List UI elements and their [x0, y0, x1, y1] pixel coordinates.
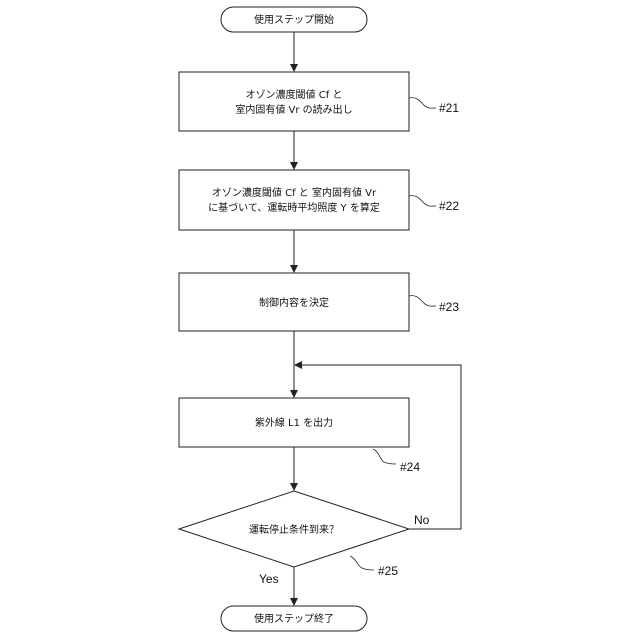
arrowhead-icon [294, 361, 302, 369]
ref-leader-25 [350, 556, 374, 570]
process-step-23-label: 制御内容を決定 [259, 296, 329, 309]
arrowhead-icon [290, 265, 298, 273]
ref-leader-22 [409, 196, 436, 207]
arrowhead-icon [290, 64, 298, 72]
process-step-21-box [179, 72, 409, 131]
process-step-22-box [179, 170, 409, 230]
ref-leader-23 [409, 296, 436, 307]
end-terminal: 使用ステップ終了 [221, 606, 367, 631]
ref-label-21: #21 [439, 101, 459, 115]
process-step-21-line-2: 室内固有値 Vr の読み出し [235, 103, 352, 116]
branch-label-no: No [414, 513, 430, 527]
arrowhead-icon [290, 162, 298, 170]
arrowhead-icon [290, 483, 298, 491]
ref-label-22: #22 [439, 199, 459, 213]
ref-label-24: #24 [400, 460, 420, 474]
process-step-22-line-2: に基づいて、運転時平均照度 Y を算定 [208, 201, 380, 214]
ref-leader-21 [409, 98, 436, 109]
ref-label-25: #25 [378, 564, 398, 578]
process-step-22: オゾン濃度閾値 Cf と 室内固有値 Vr に基づいて、運転時平均照度 Y を算… [179, 170, 409, 230]
arrowhead-icon [290, 598, 298, 606]
process-step-24-label: 紫外線 L1 を出力 [255, 416, 333, 429]
ref-leader-24 [373, 449, 396, 464]
start-terminal: 使用ステップ開始 [221, 7, 367, 32]
end-terminal-label: 使用ステップ終了 [254, 612, 334, 625]
start-terminal-label: 使用ステップ開始 [254, 13, 334, 26]
process-step-24: 紫外線 L1 を出力 [179, 398, 409, 447]
arrowhead-icon [290, 390, 298, 398]
decision-25: 運転停止条件到来？ [179, 491, 409, 567]
process-step-21-line-1: オゾン濃度閾値 Cf と [246, 88, 343, 101]
branch-label-yes: Yes [259, 572, 279, 586]
process-step-21: オゾン濃度閾値 Cf と 室内固有値 Vr の読み出し [179, 72, 409, 131]
process-step-23: 制御内容を決定 [179, 273, 409, 331]
decision-25-label: 運転停止条件到来？ [249, 523, 339, 536]
ref-label-23: #23 [439, 300, 459, 314]
process-step-22-line-1: オゾン濃度閾値 Cf と 室内固有値 Vr [212, 186, 377, 199]
